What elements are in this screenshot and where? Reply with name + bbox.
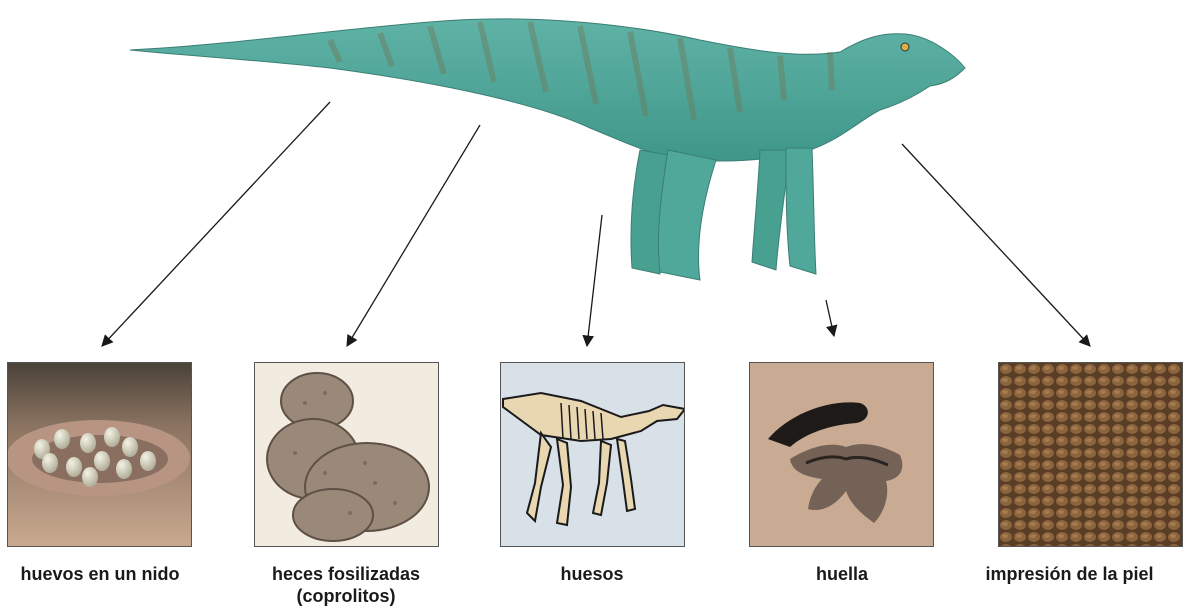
arrow-footprint <box>826 300 834 336</box>
caption-coprolites-line1: heces fosilizadas <box>226 563 466 585</box>
skeleton-image <box>500 362 685 547</box>
caption-bones: huesos <box>472 563 712 585</box>
caption-eggs-line1: huevos en un nido <box>0 563 220 585</box>
caption-eggs: huevos en un nido <box>0 563 220 585</box>
footprint-image <box>749 362 934 547</box>
caption-skin-line1: impresión de la piel <box>948 563 1191 585</box>
caption-coprolites: heces fosilizadas (coprolitos) <box>226 563 466 607</box>
dinosaur-illustration <box>130 19 965 280</box>
arrows <box>102 102 1090 346</box>
arrow-coprolites <box>347 125 480 346</box>
caption-footprint-line1: huella <box>722 563 962 585</box>
coprolite-image <box>254 362 439 547</box>
diagram-art <box>0 0 1191 360</box>
caption-footprint: huella <box>722 563 962 585</box>
caption-coprolites-line2: (coprolitos) <box>226 585 466 607</box>
caption-bones-line1: huesos <box>472 563 712 585</box>
arrow-eggs <box>102 102 330 346</box>
caption-skin: impresión de la piel <box>948 563 1191 585</box>
eggs-nest-image <box>7 362 192 547</box>
arrow-bones <box>587 215 602 346</box>
arrow-skin <box>902 144 1090 346</box>
skin-impression-image <box>998 362 1183 547</box>
